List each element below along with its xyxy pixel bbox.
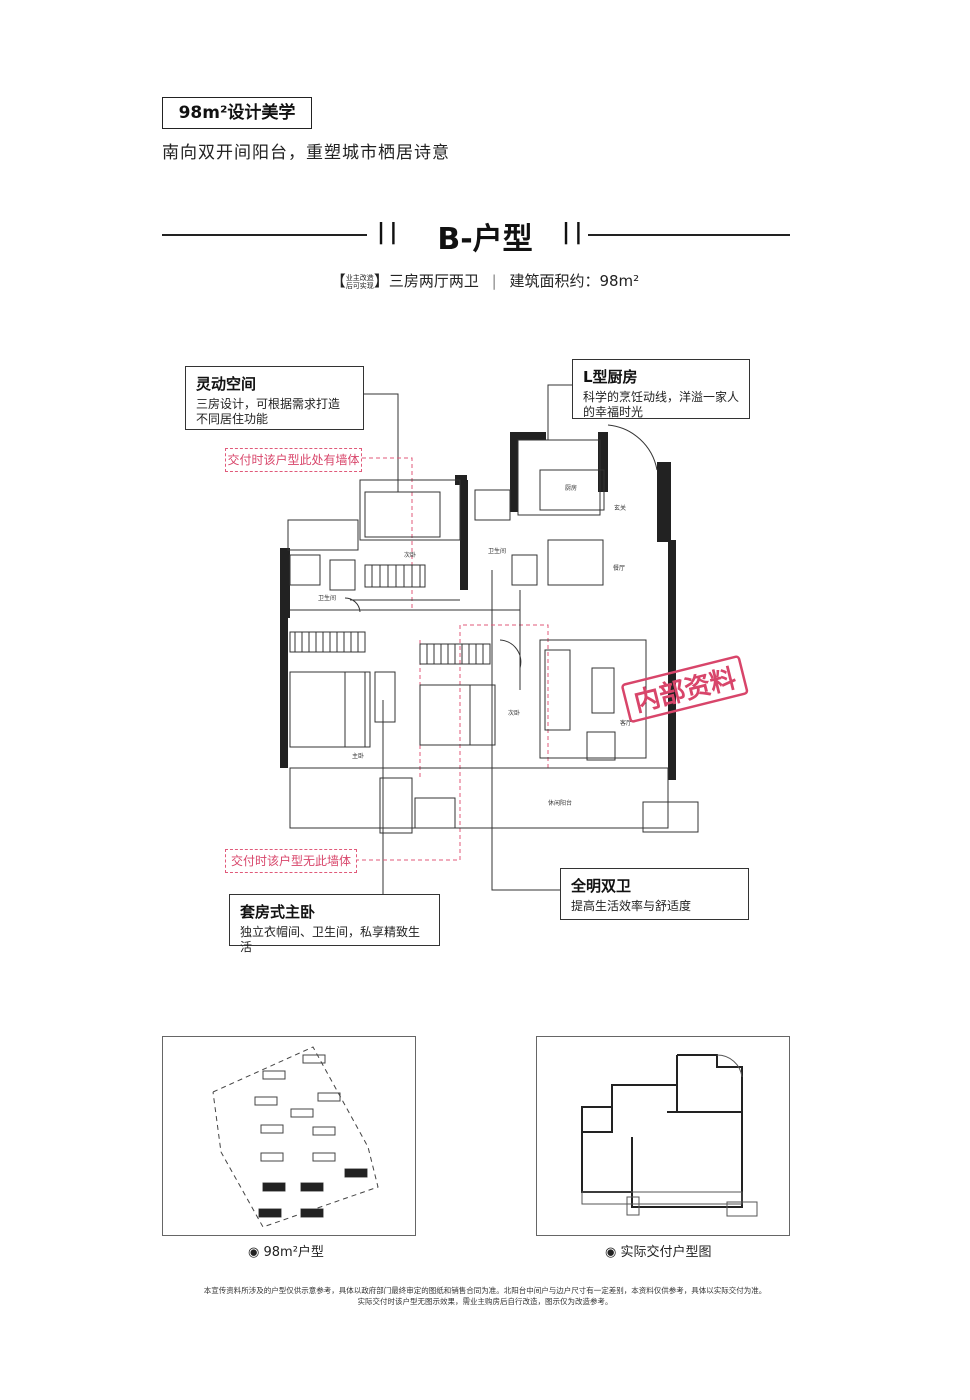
leader-kitchen	[547, 384, 572, 440]
room-entrance: 玄关	[614, 504, 626, 512]
delivery-plan-map	[581, 1054, 758, 1217]
title-rule-right	[588, 234, 790, 236]
spec-separator: |	[491, 272, 497, 290]
room-kitchen: 厨房	[565, 484, 577, 492]
room-dining: 餐厅	[613, 564, 625, 572]
bullet-icon: ◉	[605, 1245, 617, 1260]
bullet-icon: ◉	[248, 1245, 260, 1260]
room-bath1: 卫生间	[488, 547, 506, 555]
callout-flex-space: 灵动空间 三房设计，可根据需求打造 不同居住功能	[185, 366, 364, 430]
note-wall-present: 交付时该户型此处有墙体	[225, 448, 362, 472]
callout-bathrooms: 全明双卫 提高生活效率与舒适度	[560, 868, 749, 920]
disclaimer-line2: 实际交付时该户型无图示效果，需业主购房后自行改造，图示仅为改造参考。	[357, 1297, 613, 1306]
room-living: 客厅	[620, 719, 632, 727]
site-plan-map	[212, 1046, 379, 1228]
callout-master: 套房式主卧 独立衣帽间、卫生间，私享精致生活	[229, 894, 440, 954]
leader-flex	[362, 393, 399, 492]
spec-note: 业主改造后可实现	[345, 273, 374, 290]
caption-delivery: ◉ 实际交付户型图	[605, 1245, 712, 1260]
delivery-plan-frame	[536, 1036, 790, 1236]
caption-site: ◉ 98m²户型	[248, 1245, 324, 1260]
unit-title: B-户型	[437, 222, 533, 257]
room-bedroom2: 次卧	[404, 551, 416, 559]
room-balcony: 休闲阳台	[548, 799, 572, 807]
leader-bath	[491, 570, 560, 891]
room-bedroom3: 次卧	[508, 709, 520, 717]
title-bars-right: | |	[562, 220, 583, 245]
tagline-box: 98m²设计美学	[162, 97, 312, 129]
title-bars-left: | |	[377, 220, 398, 245]
room-bath2: 卫生间	[318, 594, 336, 602]
unit-specs: 【业主改造后可实现】三房两厅两卫 | 建筑面积约：98m²	[330, 272, 640, 290]
title-rule-left	[162, 234, 367, 236]
note-wall-absent: 交付时该户型无此墙体	[225, 849, 357, 873]
spec-area: 建筑面积约：98m²	[509, 272, 640, 290]
callout-kitchen: L型厨房 科学的烹饪动线，洋溢一家人 的幸福时光	[572, 359, 750, 419]
site-plan-frame	[162, 1036, 416, 1236]
room-master: 主卧	[352, 752, 364, 760]
disclaimer-line1: 本宣传资料所涉及的户型仅供示意参考，具体以政府部门最终审定的图纸和销售合同为准。…	[203, 1286, 767, 1295]
floor-plan: 厨房 玄关 卫生间 卫生间 次卧 次卧 餐厅 客厅 主卧 休闲阳台 内部资料	[280, 384, 749, 895]
internal-stamp: 内部资料	[621, 655, 749, 723]
subtitle: 南向双开间阳台，重塑城市栖居诗意	[162, 143, 450, 163]
svg-text:内部资料: 内部资料	[631, 664, 739, 718]
spec-rooms: 三房两厅两卫	[388, 272, 479, 290]
